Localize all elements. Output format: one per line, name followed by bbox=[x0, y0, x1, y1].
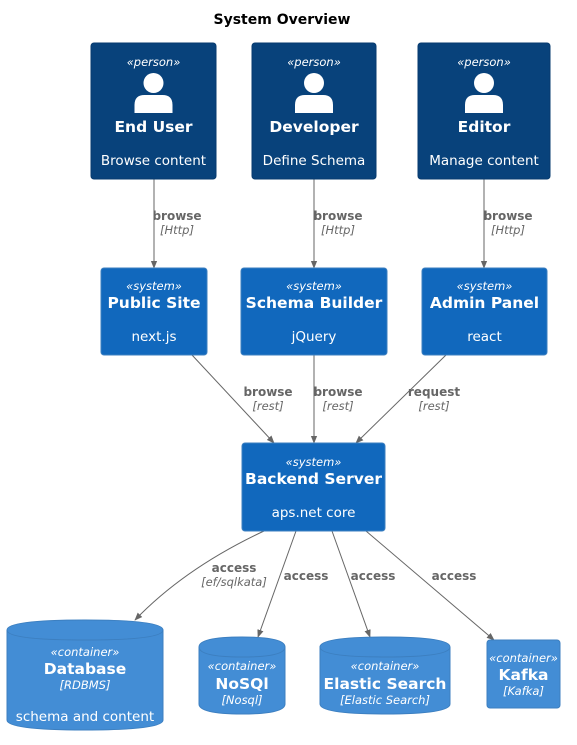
system-box bbox=[421, 267, 548, 356]
container-name: Kafka bbox=[499, 666, 549, 684]
system-stereotype: «system» bbox=[126, 279, 182, 293]
edge-label: access bbox=[212, 561, 257, 575]
edge-technology: [Http] bbox=[321, 223, 355, 237]
edge-label: request bbox=[408, 385, 460, 399]
person-icon bbox=[295, 73, 333, 113]
edge-adminpanel-backend: request [rest] bbox=[355, 354, 460, 444]
container-kafka: «container» Kafka [Kafka] bbox=[486, 639, 561, 709]
edge-technology: [rest] bbox=[252, 399, 283, 413]
system-public-site: «system» Public Site next.js bbox=[100, 267, 208, 356]
edge-backend-database: access [ef/sqlkata] bbox=[134, 530, 267, 621]
container-technology: [Elastic Search] bbox=[340, 693, 430, 707]
edge-label: browse bbox=[313, 385, 362, 399]
system-schema-builder: «system» Schema Builder jQuery bbox=[240, 267, 388, 356]
system-stereotype: «system» bbox=[286, 279, 342, 293]
edge-developer-schemabuilder: browse [Http] bbox=[310, 179, 363, 269]
edge-label: access bbox=[351, 569, 396, 583]
container-nosql: «container» NoSQl [Nosql] bbox=[198, 636, 286, 715]
edge-backend-nosql: access bbox=[257, 530, 329, 638]
system-backend-server: «system» Backend Server aps.net core bbox=[241, 442, 386, 532]
system-description: next.js bbox=[132, 329, 177, 345]
edge-label: access bbox=[284, 569, 329, 583]
edge-label: browse bbox=[313, 209, 362, 223]
edge-editor-adminpanel: browse [Http] bbox=[480, 179, 533, 269]
cylinder-rim bbox=[198, 646, 286, 658]
edge-label: access bbox=[432, 569, 477, 583]
container-stereotype: «container» bbox=[351, 659, 420, 673]
edge-technology: [Http] bbox=[160, 223, 194, 237]
container-description: schema and content bbox=[16, 709, 154, 725]
container-name: Elastic Search bbox=[324, 675, 447, 693]
container-technology: [Kafka] bbox=[503, 684, 544, 698]
system-stereotype: «system» bbox=[286, 455, 342, 469]
cylinder-rim bbox=[6, 629, 164, 641]
person-name: Editor bbox=[458, 118, 511, 136]
person-description: Browse content bbox=[101, 153, 206, 169]
edge-backend-kafka: access bbox=[365, 530, 495, 641]
person-name: End User bbox=[114, 118, 192, 136]
person-end-user: «person» End User Browse content bbox=[90, 42, 217, 180]
system-admin-panel: «system» Admin Panel react bbox=[421, 267, 548, 356]
edges: browse [Http] browse [Http] browse [Http… bbox=[134, 179, 533, 641]
system-description: jQuery bbox=[291, 329, 337, 345]
edge-label: browse bbox=[152, 209, 201, 223]
person-developer: «person» Developer Define Schema bbox=[251, 42, 377, 180]
system-box bbox=[241, 442, 386, 532]
container-name: NoSQl bbox=[215, 675, 268, 693]
edge-enduser-publicsite: browse [Http] bbox=[150, 179, 202, 269]
person-name: Developer bbox=[269, 118, 359, 136]
edge-label: browse bbox=[483, 209, 532, 223]
edge-technology: [ef/sqlkata] bbox=[201, 575, 267, 589]
system-name: Admin Panel bbox=[430, 294, 539, 312]
edge-schemabuilder-backend: browse [rest] bbox=[310, 355, 363, 444]
container-name: Database bbox=[44, 660, 127, 678]
container-box bbox=[486, 639, 561, 709]
system-description: aps.net core bbox=[272, 505, 356, 521]
system-box bbox=[100, 267, 208, 356]
person-icon bbox=[134, 73, 173, 113]
diagram-title: System Overview bbox=[214, 12, 351, 28]
container-technology: [RDBMS] bbox=[60, 678, 111, 692]
person-stereotype: «person» bbox=[457, 55, 511, 69]
system-box bbox=[240, 267, 388, 356]
system-description: react bbox=[467, 329, 502, 345]
person-description: Manage content bbox=[429, 153, 539, 169]
container-elastic-search: «container» Elastic Search [Elastic Sear… bbox=[319, 636, 451, 715]
system-name: Schema Builder bbox=[246, 294, 383, 312]
person-stereotype: «person» bbox=[127, 55, 181, 69]
edge-technology: [Http] bbox=[491, 223, 525, 237]
system-name: Backend Server bbox=[245, 470, 382, 488]
system-stereotype: «system» bbox=[457, 279, 513, 293]
cylinder-rim bbox=[319, 646, 451, 658]
cylinder-shape bbox=[6, 619, 164, 731]
container-technology: [Nosql] bbox=[221, 693, 262, 707]
person-icon bbox=[465, 73, 503, 113]
edge-label: browse bbox=[243, 385, 292, 399]
container-stereotype: «container» bbox=[208, 659, 277, 673]
edge-publicsite-backend: browse [rest] bbox=[191, 354, 293, 444]
person-description: Define Schema bbox=[263, 153, 366, 169]
container-stereotype: «container» bbox=[489, 651, 558, 665]
container-stereotype: «container» bbox=[51, 645, 120, 659]
container-database: «container» Database [RDBMS] schema and … bbox=[6, 619, 164, 731]
edge-backend-elasticsearch: access bbox=[331, 530, 396, 638]
edge-technology: [rest] bbox=[322, 399, 353, 413]
system-name: Public Site bbox=[107, 294, 200, 312]
person-editor: «person» Editor Manage content bbox=[417, 42, 551, 180]
person-stereotype: «person» bbox=[287, 55, 341, 69]
edge-technology: [rest] bbox=[418, 399, 449, 413]
